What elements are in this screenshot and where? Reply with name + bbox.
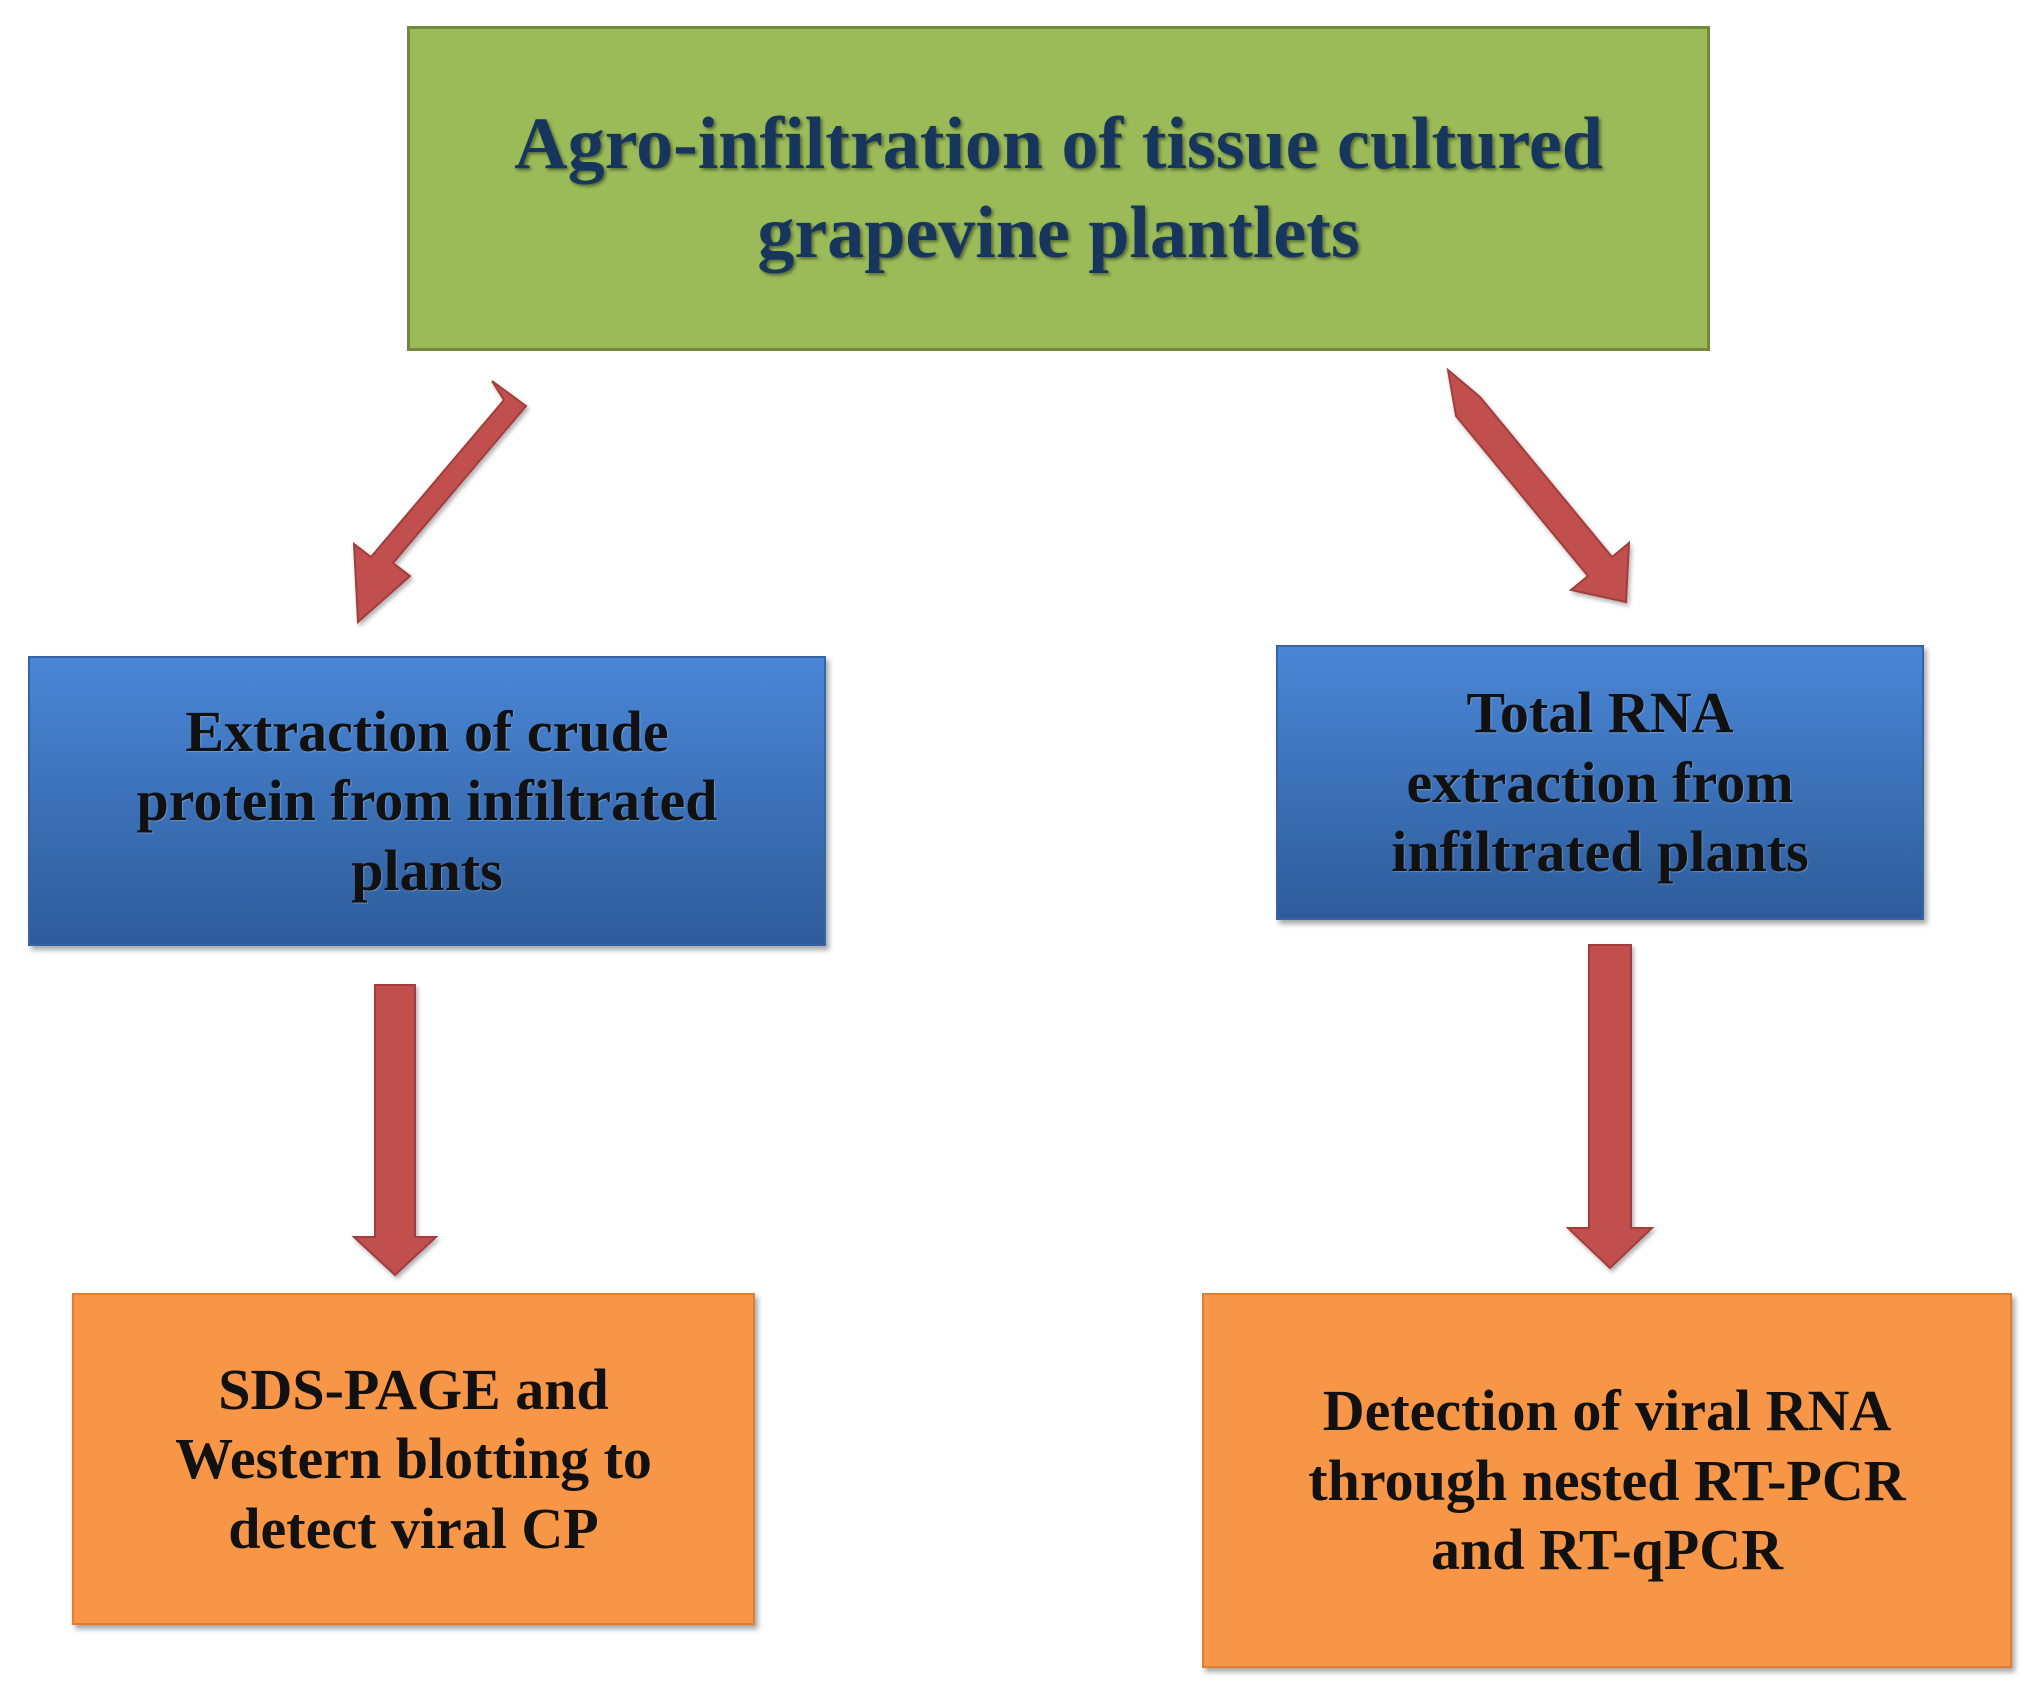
western-blot-box: SDS-PAGE and Western blotting to detect … bbox=[72, 1293, 755, 1625]
arrow-top-to-right bbox=[1446, 367, 1631, 604]
protein-extraction-label: Extraction of crude protein from infiltr… bbox=[136, 698, 718, 903]
arrow-right-down bbox=[1565, 944, 1655, 1270]
top-process-box: Agro-infiltration of tissue cultured gra… bbox=[407, 26, 1710, 351]
rna-extraction-label: Total RNA extraction from infiltrated pl… bbox=[1391, 680, 1809, 885]
protein-extraction-box: Extraction of crude protein from infiltr… bbox=[28, 656, 826, 946]
top-process-label: Agro-infiltration of tissue cultured gra… bbox=[514, 102, 1603, 274]
rna-extraction-box: Total RNA extraction from infiltrated pl… bbox=[1276, 645, 1924, 920]
arrow-left-down bbox=[351, 984, 439, 1277]
rna-detection-box: Detection of viral RNA through nested RT… bbox=[1202, 1293, 2012, 1668]
rna-detection-label: Detection of viral RNA through nested RT… bbox=[1308, 1378, 1906, 1583]
western-blot-label: SDS-PAGE and Western blotting to detect … bbox=[175, 1356, 652, 1561]
arrow-top-to-left bbox=[352, 380, 528, 625]
